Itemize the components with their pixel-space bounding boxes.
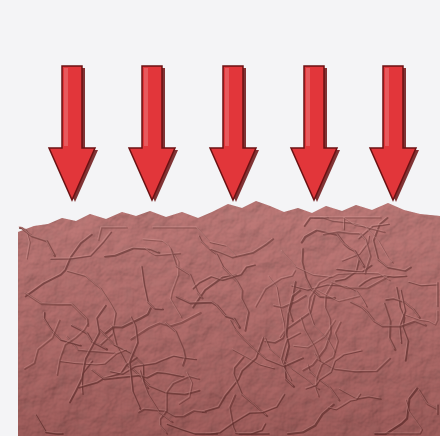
arrow-highlight <box>144 68 148 146</box>
textured-surface <box>18 201 440 436</box>
surface-shading <box>18 201 440 436</box>
arrow-highlight <box>385 68 389 146</box>
arrow-highlight <box>64 68 68 146</box>
arrow-highlight <box>225 68 229 146</box>
arrow-highlight <box>306 68 310 146</box>
